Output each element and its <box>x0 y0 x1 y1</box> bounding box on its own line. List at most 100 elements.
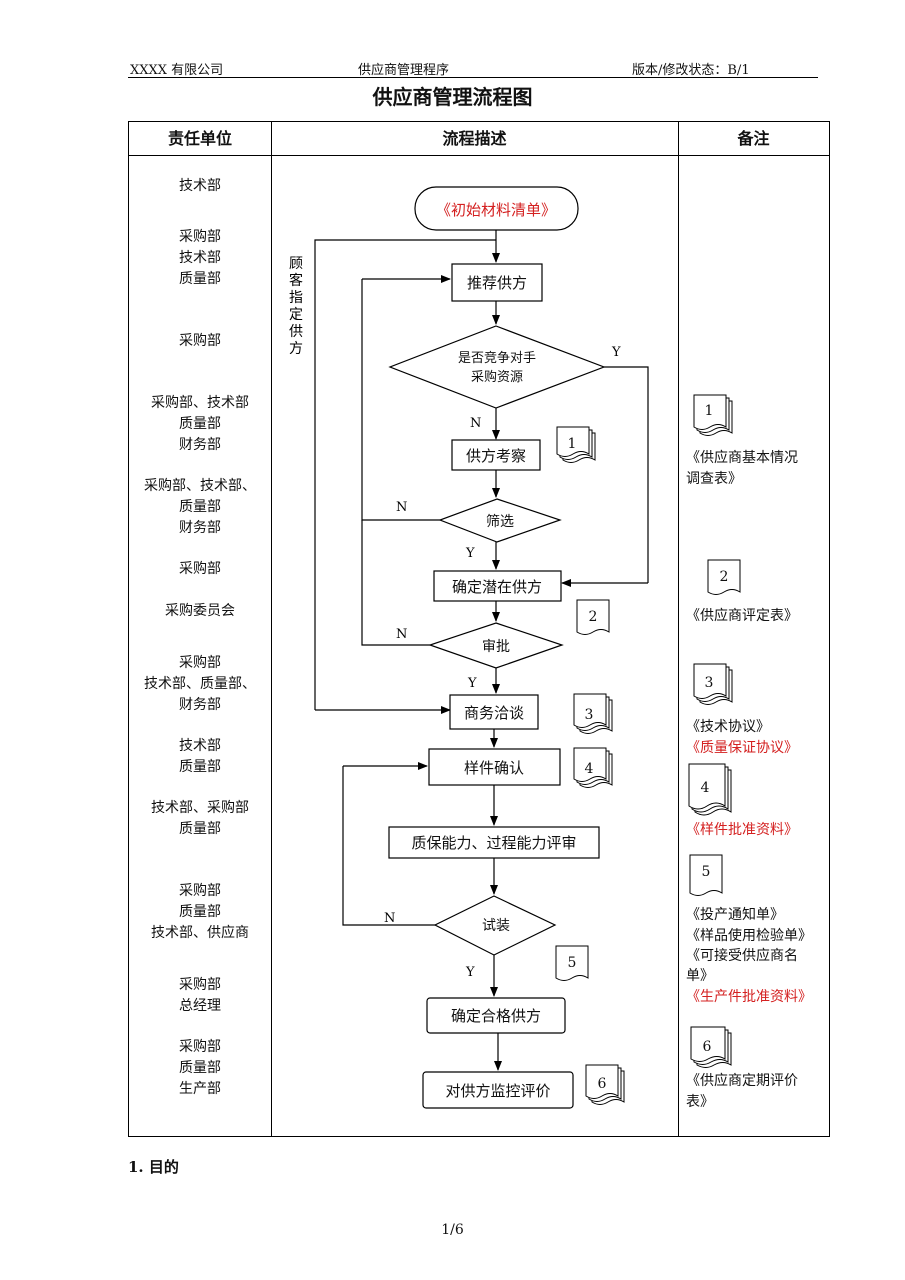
dept-label: 质量部 <box>179 821 221 837</box>
branch-no-label: N <box>396 500 407 515</box>
page-number: 1/6 <box>441 1222 464 1238</box>
document-stack-icon <box>573 693 613 734</box>
inspect-label: 供方考察 <box>466 447 526 465</box>
dept-label: 质量部 <box>179 271 221 287</box>
recommend-supplier-box <box>451 263 543 302</box>
page-title: 供应商管理流程图 <box>372 85 533 109</box>
competitor-decision <box>388 325 606 409</box>
doc-number: 5 <box>568 955 577 971</box>
note-text: 《供应商评定表》 <box>686 608 798 624</box>
table-divider <box>271 122 272 1136</box>
dept-label: 采购部 <box>179 561 221 577</box>
dept-label: 质量部 <box>179 499 221 515</box>
note-text: 《技术协议》 <box>686 719 770 735</box>
dept-label: 技术部、采购部 <box>151 800 249 816</box>
customer-designated-char: 客 <box>289 272 303 289</box>
document-stack-icon <box>573 747 613 788</box>
section-heading: 1. 目的 <box>128 1158 179 1176</box>
header-rule <box>128 77 818 78</box>
dept-label: 采购部 <box>179 977 221 993</box>
trial-label: 试装 <box>482 918 510 934</box>
negotiate-label: 商务洽谈 <box>464 704 524 722</box>
doc-number: 4 <box>701 780 710 796</box>
dept-label: 技术部、供应商 <box>151 925 249 941</box>
dept-label: 采购部、技术部、 <box>144 478 256 494</box>
dept-label: 采购委员会 <box>165 603 235 619</box>
monitor-label: 对供方监控评价 <box>445 1082 550 1100</box>
branch-no-label: N <box>396 627 407 642</box>
branch-no-label: N <box>384 911 395 926</box>
table-header-rule <box>129 155 829 156</box>
header-company: XXXX 有限公司 <box>130 63 224 78</box>
customer-designated-char: 指 <box>289 290 303 306</box>
dept-label: 采购部、技术部 <box>151 395 249 411</box>
dept-label: 技术部 <box>179 738 221 754</box>
note-text: 表》 <box>686 1094 714 1110</box>
sample-label: 样件确认 <box>464 759 524 777</box>
dept-label: 采购部 <box>179 333 221 349</box>
dept-label: 技术部、质量部、 <box>144 676 256 692</box>
competitor-label: 是否竞争对手 <box>458 350 536 366</box>
customer-designated-char: 供 <box>289 324 303 340</box>
screen-decision <box>438 498 562 543</box>
potential-supplier-box <box>433 570 562 602</box>
document-stack-icon <box>693 394 733 436</box>
note-text: 《供应商定期评价 <box>686 1073 798 1089</box>
dept-label: 采购部 <box>179 1039 221 1055</box>
dept-label: 总经理 <box>179 998 221 1014</box>
dept-label: 技术部 <box>179 178 221 194</box>
branch-no-label: N <box>470 416 481 431</box>
start-label: 《初始材料清单》 <box>436 201 556 219</box>
dept-label: 质量部 <box>179 759 221 775</box>
note-text: 《投产通知单》 <box>686 907 784 923</box>
doc-number: 3 <box>705 675 714 691</box>
document-stack-icon <box>556 426 596 463</box>
doc-number: 5 <box>702 864 711 880</box>
col-header-process: 流程描述 <box>442 129 507 148</box>
customer-designated-char: 定 <box>289 307 303 323</box>
header-doc-name: 供应商管理程序 <box>358 63 450 78</box>
dept-label: 质量部 <box>179 416 221 432</box>
competitor-label: 采购资源 <box>471 369 523 385</box>
document-stack-icon <box>585 1064 625 1105</box>
note-text: 《样品使用检验单》 <box>686 928 812 944</box>
doc-number: 6 <box>598 1076 607 1092</box>
screen-label: 筛选 <box>486 514 514 530</box>
document-icon <box>576 599 610 635</box>
dept-label: 质量部 <box>179 904 221 920</box>
document-stack-icon <box>690 1026 732 1068</box>
dept-label: 技术部 <box>179 250 221 266</box>
document-stack-icon <box>693 663 733 705</box>
note-text: 单》 <box>686 968 714 984</box>
inspect-supplier-box <box>451 439 541 471</box>
branch-yes-label: Y <box>465 546 475 561</box>
document-icon <box>555 945 589 981</box>
recommend-label: 推荐供方 <box>467 274 527 292</box>
document-stack-icon <box>688 763 732 816</box>
dept-label: 财务部 <box>179 520 221 536</box>
potential-label: 确定潜在供方 <box>452 578 542 596</box>
note-text-red: 《样件批准资料》 <box>686 822 798 838</box>
note-text-red: 《质量保证协议》 <box>686 740 798 756</box>
doc-number: 2 <box>589 609 598 625</box>
note-text: 《供应商基本情况 <box>686 450 798 466</box>
approve-decision <box>428 622 564 669</box>
dept-label: 采购部 <box>179 883 221 899</box>
note-text-red: 《生产件批准资料》 <box>686 989 812 1005</box>
dept-label: 财务部 <box>179 697 221 713</box>
note-text: 《可接受供应商名 <box>686 948 798 964</box>
doc-number: 2 <box>720 569 729 585</box>
col-header-notes: 备注 <box>737 129 770 148</box>
start-terminal <box>414 186 579 231</box>
note-text: 调查表》 <box>686 471 742 487</box>
customer-designated-char: 方 <box>289 341 303 357</box>
dept-label: 质量部 <box>179 1060 221 1076</box>
dept-label: 财务部 <box>179 437 221 453</box>
doc-number: 3 <box>585 707 594 723</box>
qualified-label: 确定合格供方 <box>451 1007 541 1025</box>
approve-label: 审批 <box>482 639 510 655</box>
branch-yes-label: Y <box>465 965 475 980</box>
flow-table: 责任单位 流程描述 备注 <box>128 121 830 1137</box>
review-label: 质保能力、过程能力评审 <box>411 834 576 852</box>
